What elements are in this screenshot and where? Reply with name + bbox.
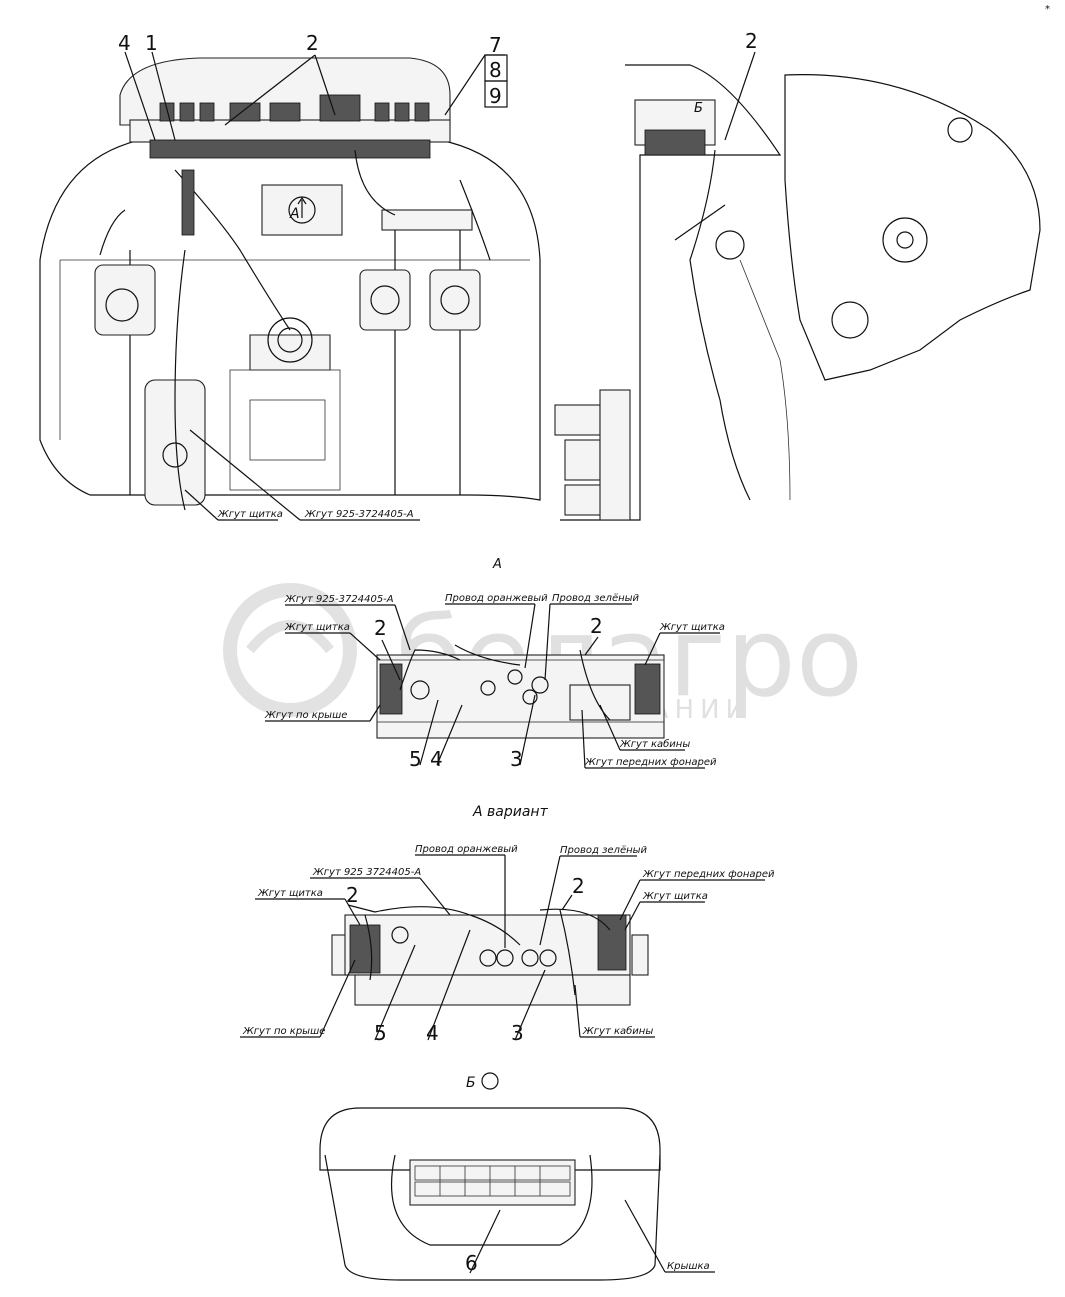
a-label-wire-orange: Провод оранжевый: [445, 593, 548, 604]
right-callout-2: 2: [745, 29, 758, 53]
a-label-harness-front-lights: Жгут передних фонарей: [584, 757, 717, 768]
v-label-harness-panel-right: Жгут щитка: [642, 891, 708, 902]
view-b-title: Б: [466, 1075, 476, 1091]
v-label-wire-green: Провод зелёный: [560, 845, 648, 856]
view-a-variant: А вариант П: [240, 804, 775, 1045]
fuse-row: [414, 1165, 571, 1197]
b-num-6: 6: [465, 1251, 478, 1275]
b-label-cover: Крышка: [667, 1261, 710, 1272]
a-num-5: 5: [409, 747, 422, 771]
label-harness-panel: Жгут щитка: [217, 509, 283, 520]
v-num-3: 3: [511, 1021, 524, 1045]
a-label-harness-cab: Жгут кабины: [619, 738, 690, 750]
v-label-harness-front-lights: Жгут передних фонарей: [642, 869, 775, 880]
callout-8: 8: [489, 58, 502, 82]
view-a-title: А: [492, 557, 502, 572]
a-num-3: 3: [510, 747, 523, 771]
callout-1: 1: [145, 31, 158, 55]
v-num-2a: 2: [346, 883, 359, 907]
callout-9: 9: [489, 84, 502, 108]
top-right-view: 2 Б: [554, 29, 1041, 521]
view-b: Б 6 Крышка: [319, 1072, 715, 1281]
callout-2: 2: [306, 31, 319, 55]
callout-4: 4: [118, 31, 131, 55]
a-label-harness-panel-left: Жгут щитка: [284, 622, 350, 633]
a-label-harness-roof: Жгут по крыше: [264, 710, 347, 721]
view-b-rotation-icon: [481, 1072, 499, 1090]
a-num-2b: 2: [590, 614, 603, 638]
right-callout-b: Б: [694, 101, 703, 116]
a-label-harness-panel-right: Жгут щитка: [659, 622, 725, 633]
a-label-harness-925: Жгут 925-3724405-А: [284, 594, 394, 605]
label-harness-925: Жгут 925-3724405-А: [304, 509, 414, 520]
v-num-5: 5: [374, 1021, 387, 1045]
v-label-harness-panel-left: Жгут щитка: [257, 888, 323, 899]
v-label-harness-cab: Жгут кабины: [582, 1025, 653, 1037]
corner-mark: *: [1045, 4, 1050, 15]
v-num-4: 4: [426, 1021, 439, 1045]
v-label-harness-roof: Жгут по крыше: [242, 1026, 325, 1037]
v-num-2b: 2: [572, 874, 585, 898]
top-left-view: А 4: [39, 31, 541, 521]
variant-title: А вариант: [472, 804, 549, 820]
a-num-2a: 2: [374, 616, 387, 640]
callout-7: 7: [489, 33, 502, 57]
view-a: А Жгут 925-3724405-А: [264, 557, 725, 771]
a-label-wire-green: Провод зелёный: [552, 593, 640, 604]
a-num-4: 4: [430, 747, 443, 771]
v-label-wire-orange: Провод оранжевый: [415, 844, 518, 855]
arrow-label: А: [289, 206, 300, 222]
relay-block-top: [159, 94, 430, 122]
v-label-harness-925: Жгут 925 3724405-А: [312, 867, 421, 878]
